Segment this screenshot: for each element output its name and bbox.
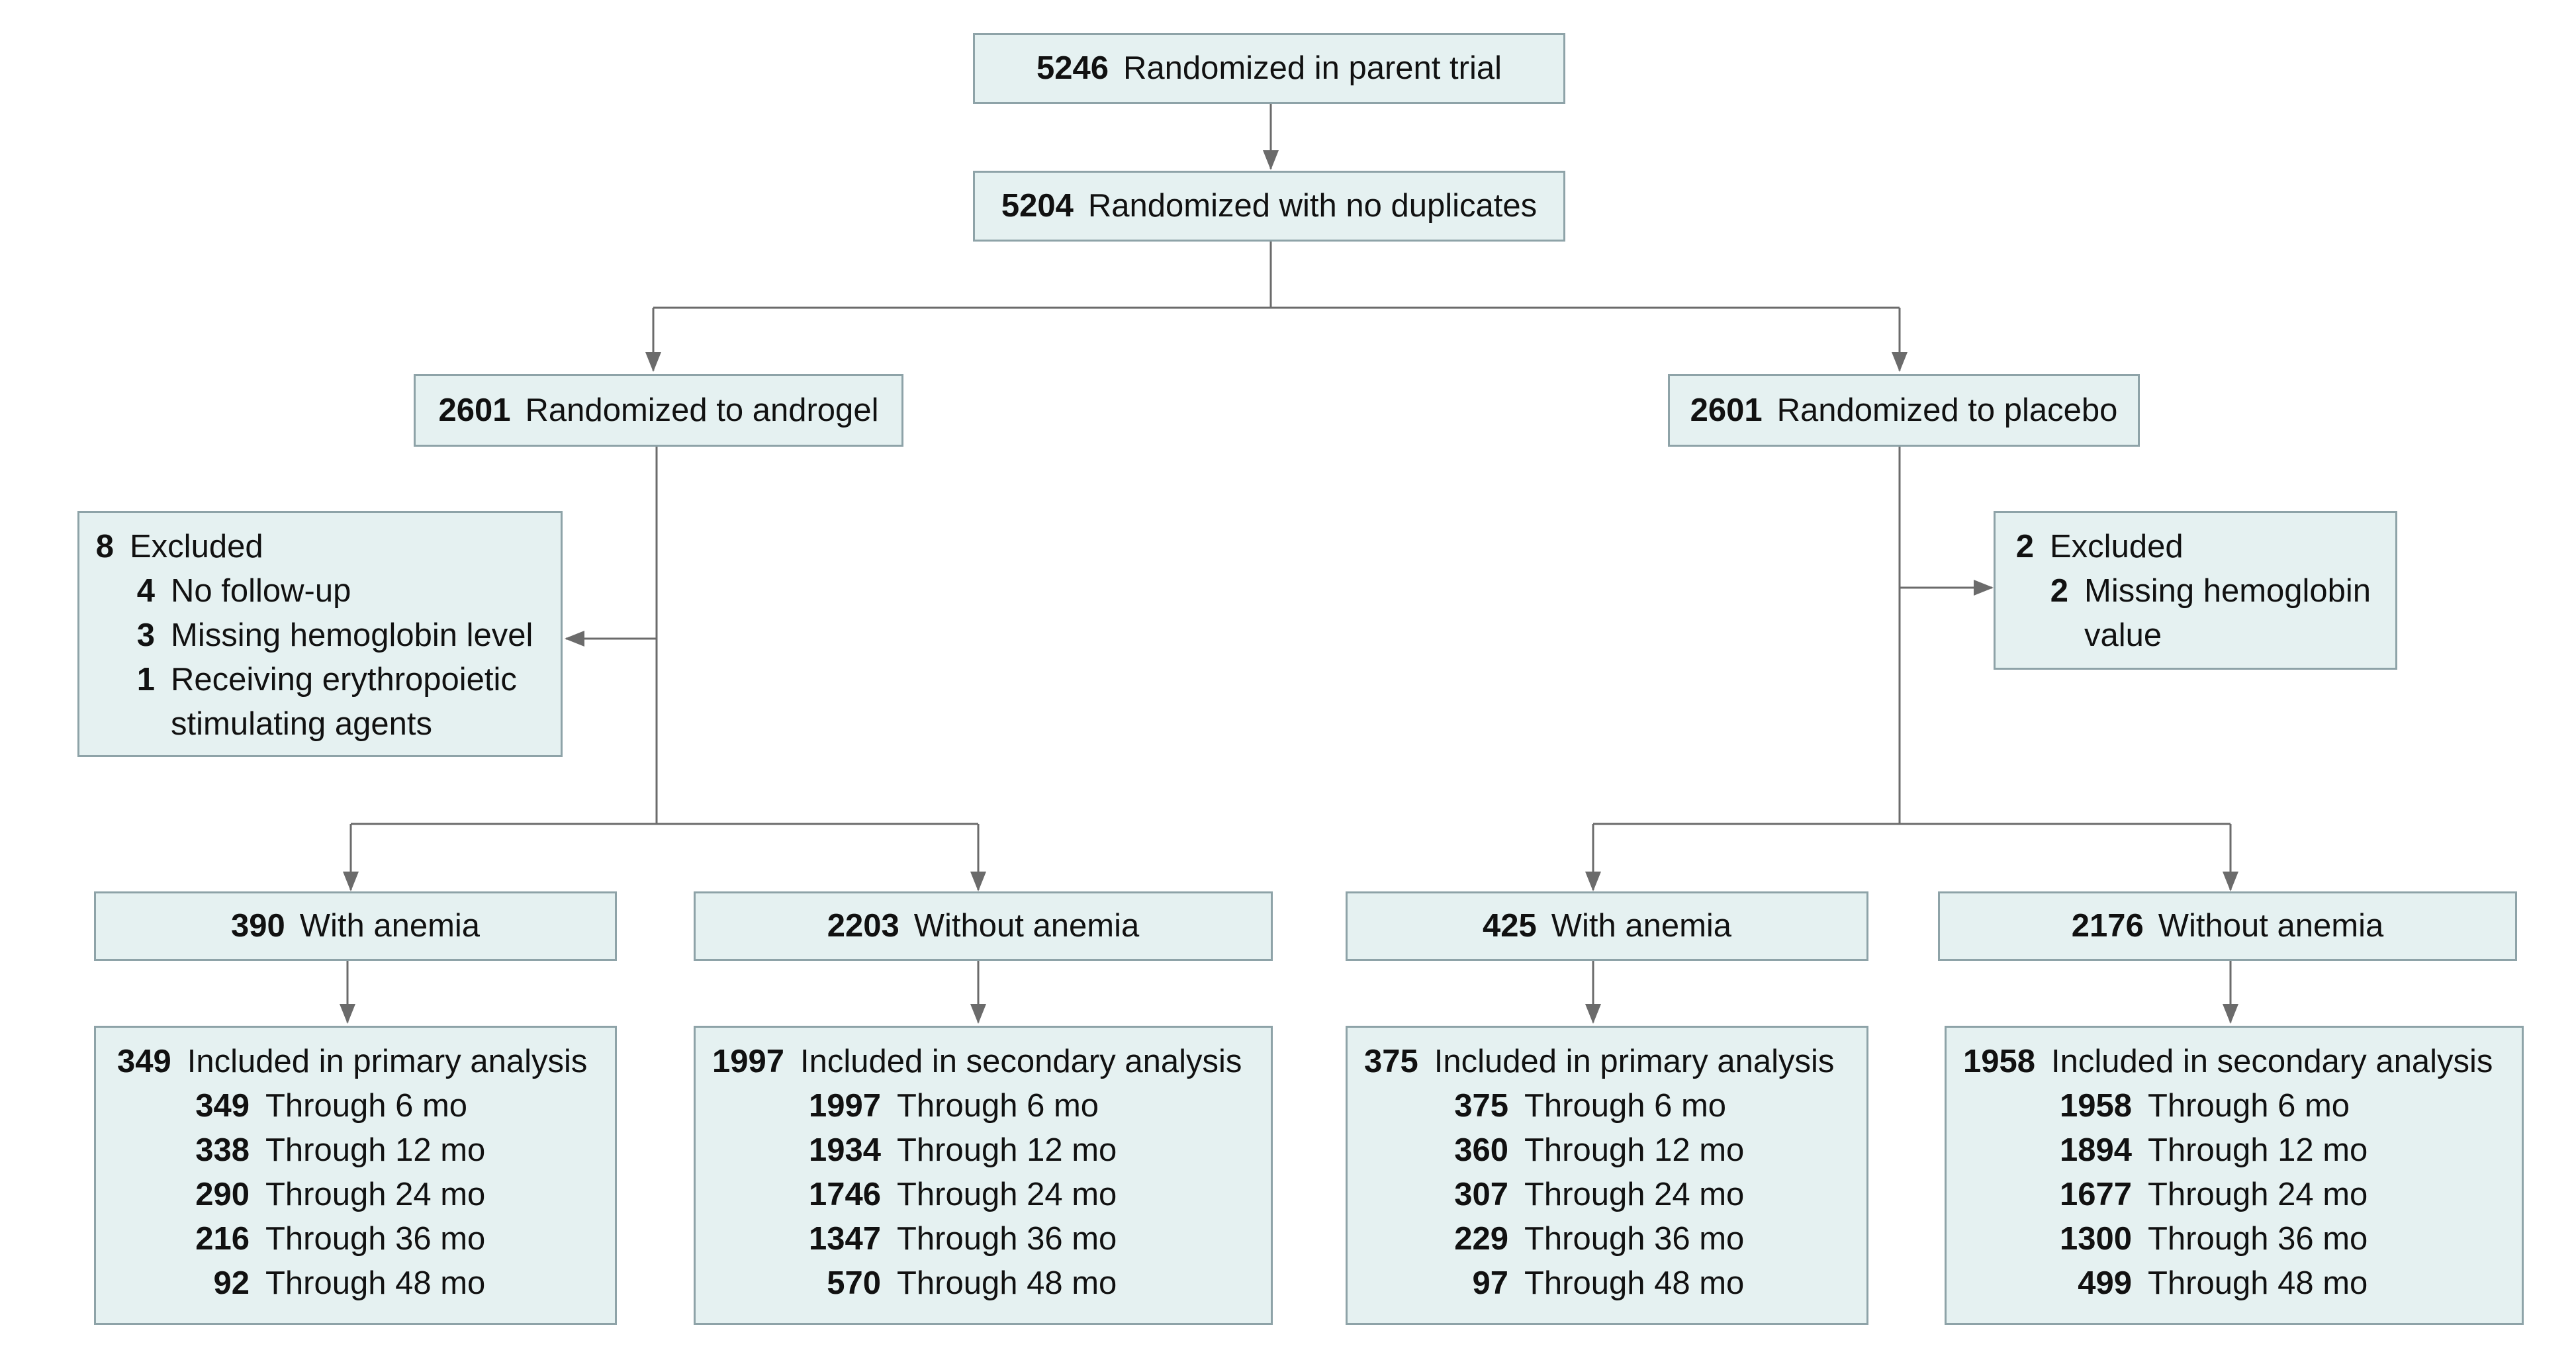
label: Excluded [2050, 529, 2184, 565]
analysis-header: 375 Included in primary analysis [1364, 1040, 1866, 1084]
followup-row: 360 Through 12 mo [1454, 1132, 1745, 1168]
followup-row: 1300 Through 36 mo [2059, 1221, 2368, 1257]
label: With anemia [1551, 908, 1732, 944]
box-randomized-placebo: 2601 Randomized to placebo [1668, 374, 2140, 447]
count: 425 [1482, 908, 1537, 944]
followup-row: 570 Through 48 mo [827, 1265, 1117, 1301]
count: 5246 [1036, 50, 1109, 86]
followup-row: 349 Through 6 mo [195, 1088, 468, 1124]
box-placebo-excluded: 2 Excluded 2 Missing hemoglobin value [1994, 511, 2397, 670]
count: 5204 [1001, 188, 1074, 224]
label: Randomized to placebo [1776, 392, 2118, 428]
label: Included in secondary analysis [2051, 1044, 2493, 1079]
followup-row: 1677 Through 24 mo [2059, 1177, 2368, 1212]
box-placebo-no-anemia-analysis: 1958 Included in secondary analysis 1958… [1945, 1026, 2524, 1325]
followup-row: 1894 Through 12 mo [2059, 1132, 2368, 1168]
followup-row: 338 Through 12 mo [195, 1132, 486, 1168]
box-placebo-without-anemia: 2176 Without anemia [1938, 891, 2517, 961]
count: 2203 [827, 908, 899, 944]
label: With anemia [299, 908, 481, 944]
box-randomized-no-duplicates: 5204 Randomized with no duplicates [973, 171, 1565, 242]
followup-row: 229 Through 36 mo [1454, 1221, 1745, 1257]
count: 1997 [712, 1044, 785, 1079]
followup-row: 1347 Through 36 mo [808, 1221, 1117, 1257]
excluded-reason: 4 No follow-up [136, 573, 351, 609]
count: 2176 [2071, 908, 2144, 944]
followup-row: 290 Through 24 mo [195, 1177, 486, 1212]
box-androgel-with-anemia: 390 With anemia [94, 891, 617, 961]
count: 2 [2015, 529, 2034, 565]
followup-row: 1934 Through 12 mo [808, 1132, 1117, 1168]
count: 375 [1364, 1044, 1418, 1079]
label: Excluded [130, 529, 263, 565]
label: Randomized in parent trial [1123, 50, 1502, 86]
followup-row: 1997 Through 6 mo [808, 1088, 1099, 1124]
excluded-reason: 1 Receiving erythropoietic stimulating a… [136, 662, 517, 742]
label: Randomized to androgel [525, 392, 879, 428]
label: Randomized with no duplicates [1087, 188, 1538, 224]
followup-row: 1958 Through 6 mo [2059, 1088, 2350, 1124]
count: 349 [117, 1044, 171, 1079]
analysis-header: 1997 Included in secondary analysis [712, 1040, 1271, 1084]
box-randomized-parent: 5246 Randomized in parent trial [973, 33, 1565, 104]
excluded-reason: 2 Missing hemoglobin value [2050, 573, 2371, 653]
count: 1958 [1963, 1044, 2036, 1079]
label: Included in primary analysis [187, 1044, 588, 1079]
analysis-header: 349 Included in primary analysis [117, 1040, 615, 1084]
followup-row: 97 Through 48 mo [1472, 1265, 1745, 1301]
excluded-header: 8 Excluded [95, 525, 561, 569]
count: 2601 [1690, 392, 1763, 428]
box-randomized-androgel: 2601 Randomized to androgel [414, 374, 903, 447]
excluded-reason: 3 Missing hemoglobin level [136, 617, 533, 653]
label: Included in secondary analysis [800, 1044, 1242, 1079]
label: Included in primary analysis [1434, 1044, 1835, 1079]
line-5204-split [653, 242, 1900, 309]
followup-row: 307 Through 24 mo [1454, 1177, 1745, 1212]
box-placebo-anemia-analysis: 375 Included in primary analysis 375 Thr… [1346, 1026, 1868, 1325]
followup-row: 216 Through 36 mo [195, 1221, 486, 1257]
box-androgel-no-anemia-analysis: 1997 Included in secondary analysis 1997… [694, 1026, 1273, 1325]
box-androgel-excluded: 8 Excluded 4 No follow-up 3 Missing hemo… [77, 511, 563, 757]
label: Without anemia [913, 908, 1140, 944]
box-androgel-without-anemia: 2203 Without anemia [694, 891, 1273, 961]
box-androgel-anemia-analysis: 349 Included in primary analysis 349 Thr… [94, 1026, 617, 1325]
followup-row: 499 Through 48 mo [2078, 1265, 2368, 1301]
count: 390 [230, 908, 285, 944]
count: 2601 [438, 392, 511, 428]
box-placebo-with-anemia: 425 With anemia [1346, 891, 1868, 961]
followup-row: 1746 Through 24 mo [808, 1177, 1117, 1212]
analysis-header: 1958 Included in secondary analysis [1963, 1040, 2522, 1084]
count: 8 [95, 529, 114, 565]
followup-row: 375 Through 6 mo [1454, 1088, 1727, 1124]
followup-row: 92 Through 48 mo [213, 1265, 486, 1301]
label: Without anemia [2158, 908, 2384, 944]
excluded-header: 2 Excluded [2015, 525, 2395, 569]
